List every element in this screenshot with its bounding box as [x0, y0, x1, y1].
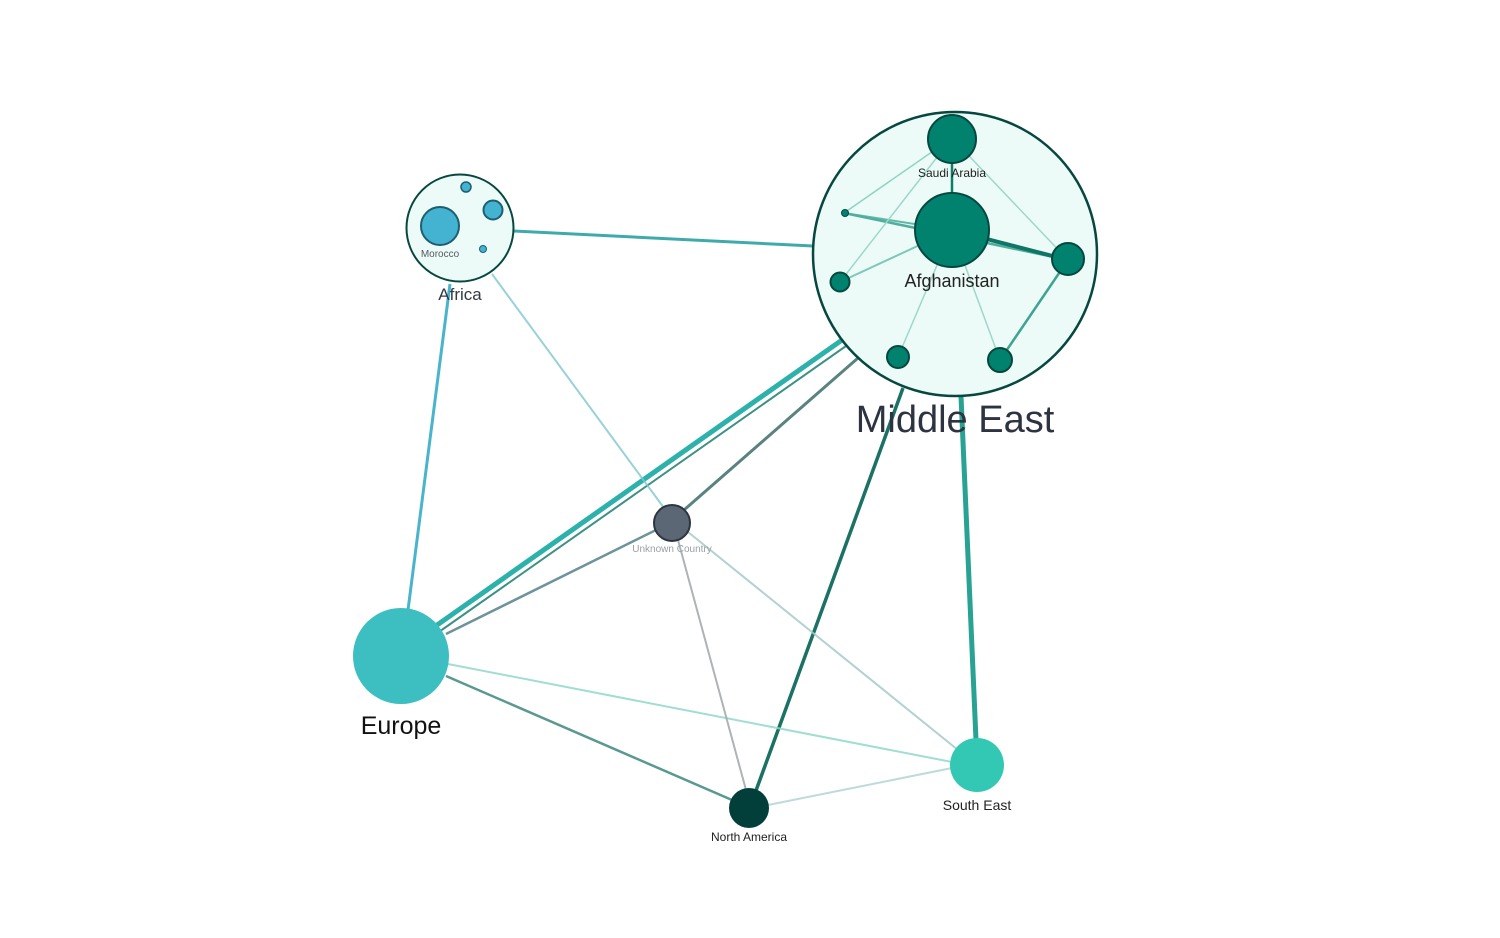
middle-east-label: Middle East — [856, 399, 1055, 441]
link-europe-north-america[interactable] — [445, 674, 733, 802]
middle-east-member-node[interactable] — [829, 271, 851, 293]
unknown-country-node[interactable] — [653, 504, 691, 542]
afghanistan-node[interactable] — [914, 192, 990, 268]
south-east-label: South East — [943, 797, 1012, 813]
middle-east-member-node[interactable] — [987, 347, 1013, 373]
africa-member-node[interactable] — [460, 181, 472, 193]
labels: Africa Middle East Europe Unknown Countr… — [361, 285, 1055, 844]
link-europe-unknown[interactable] — [445, 528, 657, 636]
nodes — [353, 504, 1004, 828]
link-middle-east-europe-dark[interactable] — [435, 345, 847, 635]
link-europe-south-east[interactable] — [447, 663, 953, 763]
unknown-country-label: Unknown Country — [632, 544, 711, 555]
link-middle-east-europe[interactable] — [428, 337, 844, 633]
south-east-node[interactable] — [950, 738, 1004, 792]
middle-east-group[interactable]: Saudi Arabia Afghanistan — [811, 110, 1099, 398]
link-africa-middle-east[interactable] — [513, 229, 814, 248]
afghanistan-label: Afghanistan — [904, 271, 999, 291]
morocco-label: Morocco — [421, 249, 460, 260]
internal-link — [951, 137, 1069, 261]
africa-member-node[interactable] — [482, 199, 504, 221]
north-america-node[interactable] — [729, 788, 769, 828]
link-middle-east-unknown[interactable] — [683, 356, 859, 512]
africa-group[interactable]: Morocco — [405, 173, 515, 283]
africa-member-node[interactable] — [479, 245, 487, 253]
north-america-label: North America — [711, 830, 787, 844]
link-unknown-south-east[interactable] — [687, 531, 959, 751]
internal-link — [839, 137, 953, 283]
morocco-node[interactable] — [420, 206, 460, 246]
africa-label: Africa — [438, 285, 482, 304]
link-north-america-south-east[interactable] — [767, 767, 953, 806]
saudi-arabia-node[interactable] — [927, 114, 977, 164]
africa-combo[interactable] — [405, 173, 515, 283]
link-middle-east-south-east[interactable] — [958, 395, 979, 741]
middle-east-member-node[interactable] — [886, 345, 910, 369]
link-africa-europe[interactable] — [406, 283, 452, 611]
europe-node[interactable] — [353, 608, 449, 704]
link-middle-east-north-america[interactable] — [752, 387, 905, 797]
middle-east-member-node[interactable] — [841, 209, 849, 217]
link-unknown-north-america[interactable] — [677, 539, 747, 791]
europe-label: Europe — [361, 712, 442, 740]
links — [406, 229, 979, 806]
middle-east-member-node[interactable] — [1051, 242, 1085, 276]
internal-link — [998, 259, 1070, 361]
link-africa-unknown[interactable] — [491, 273, 665, 509]
saudi-arabia-label: Saudi Arabia — [918, 166, 986, 180]
